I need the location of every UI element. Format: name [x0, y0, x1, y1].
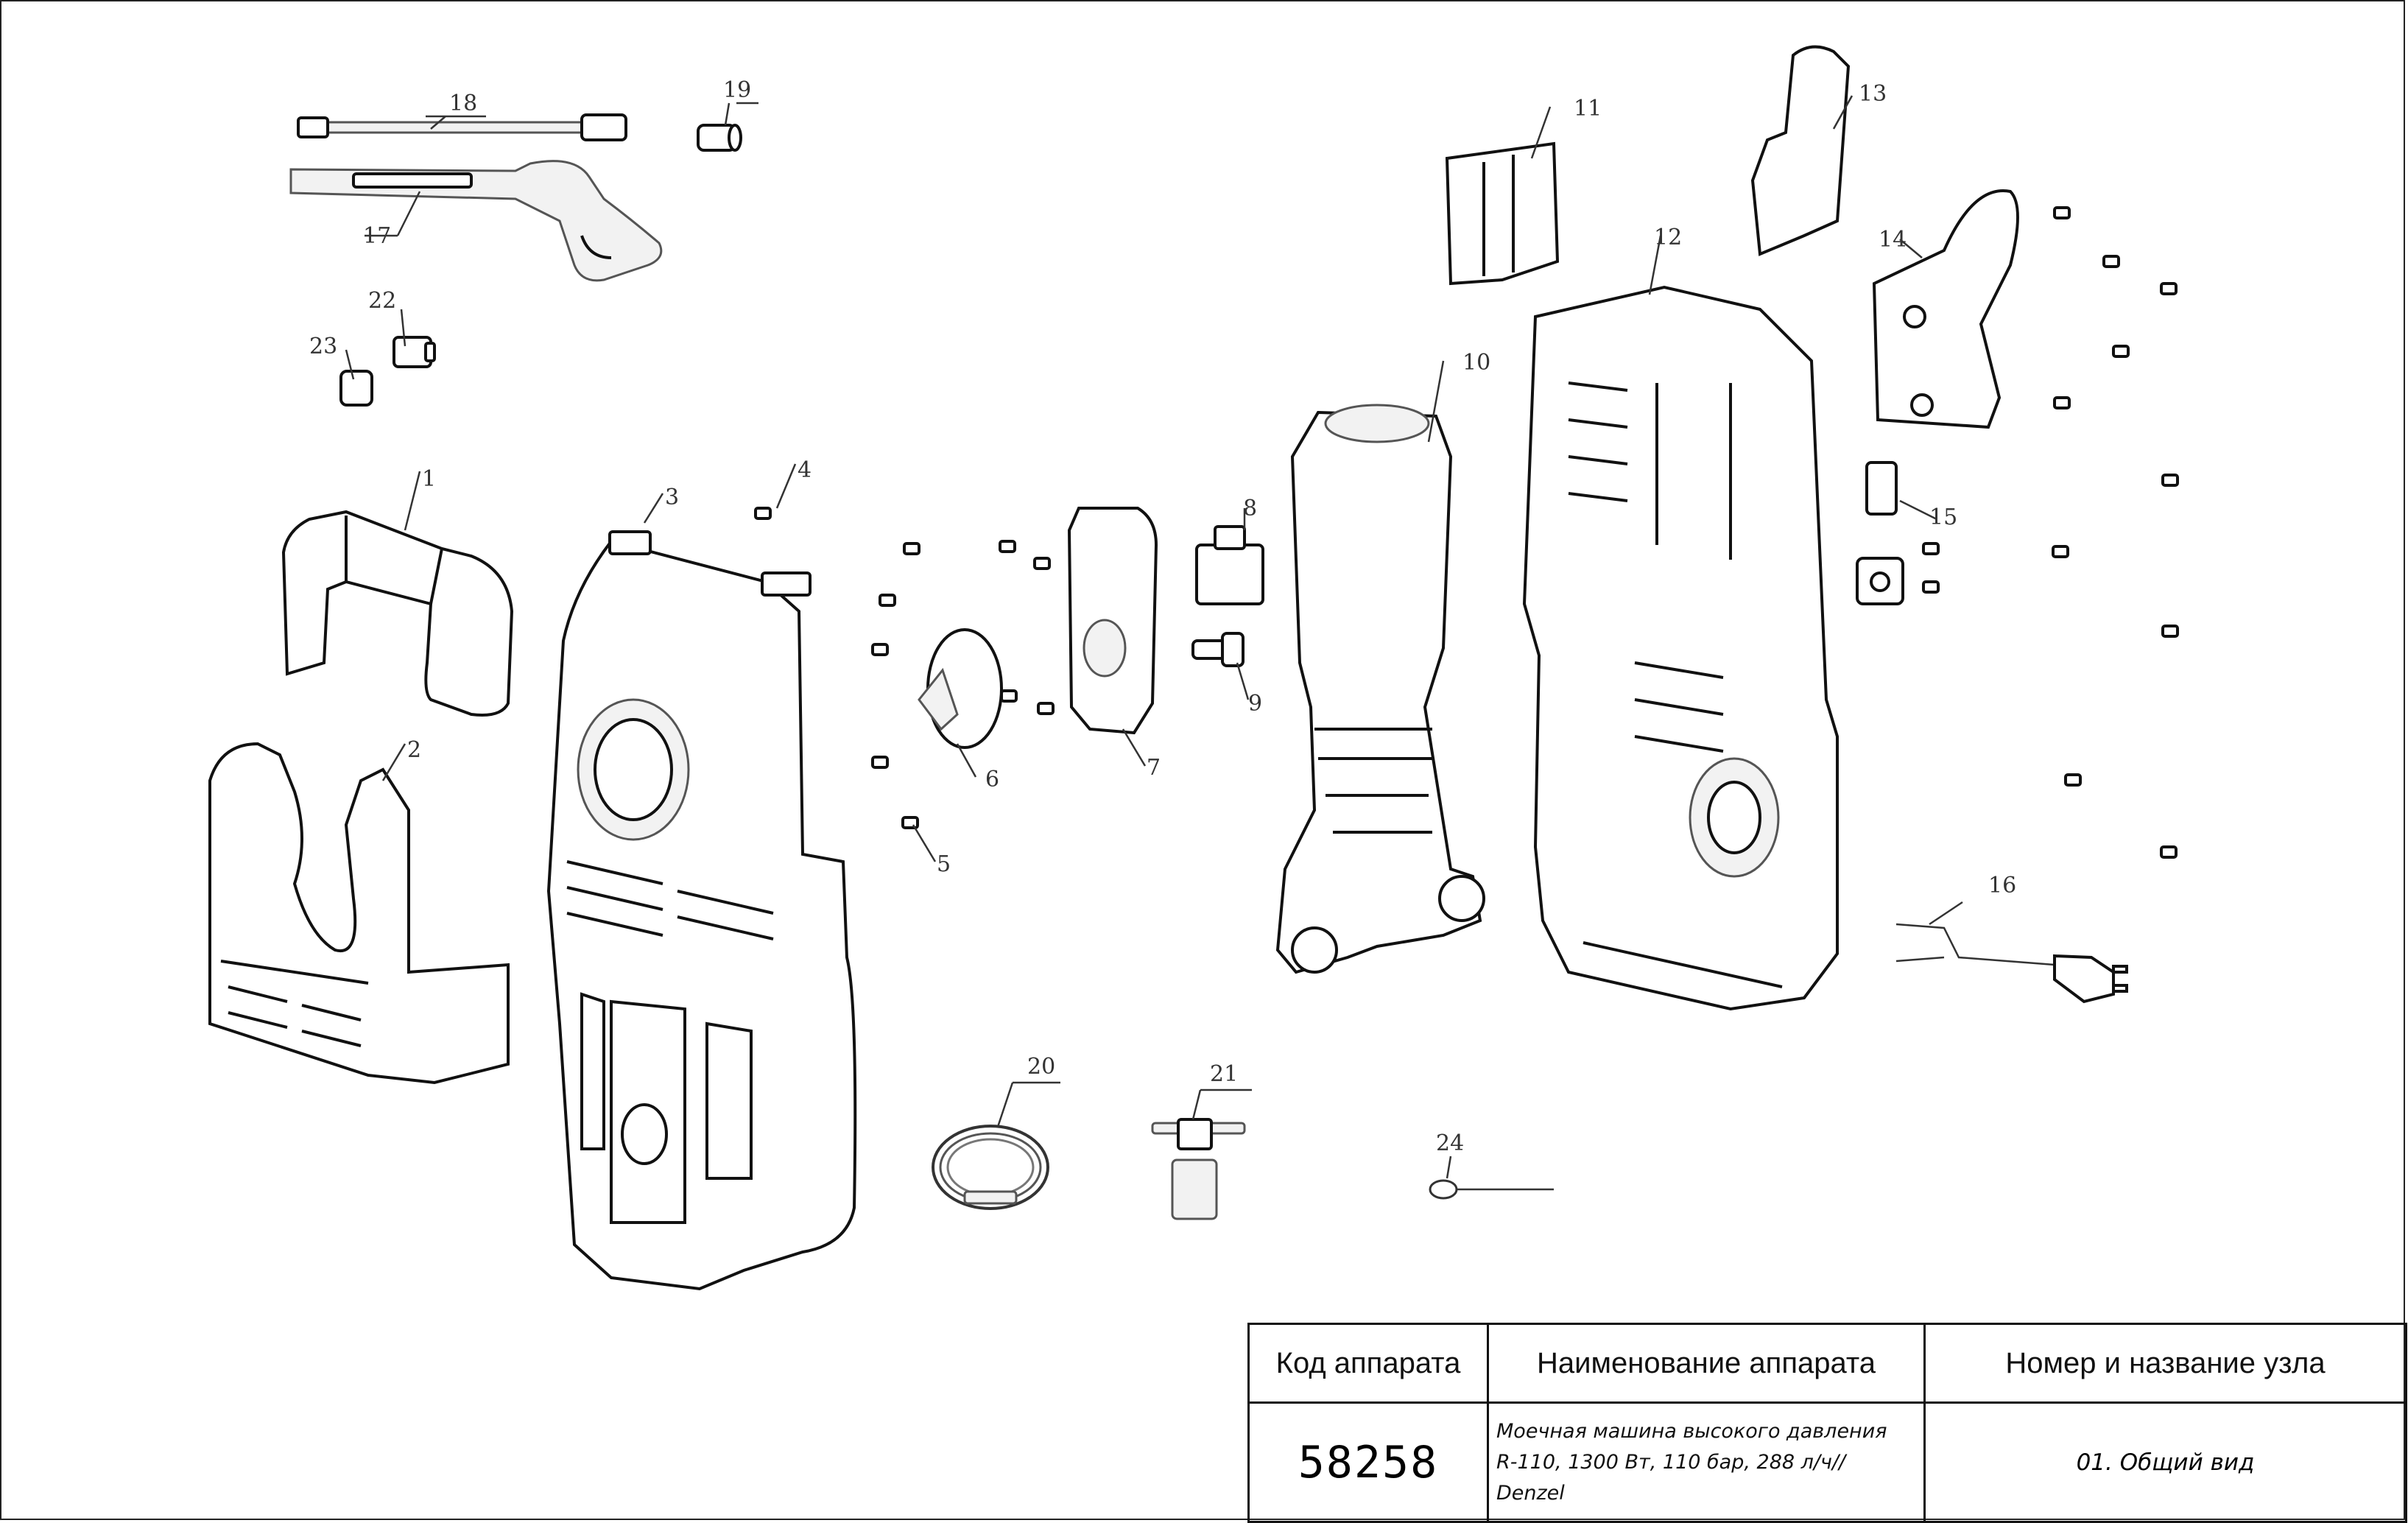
part-24-o-ring — [1429, 1179, 1554, 1200]
callout-22: 22 — [368, 288, 396, 314]
callout-24: 24 — [1436, 1130, 1464, 1156]
part-1-handle — [281, 510, 514, 717]
part-6-switch-knob — [918, 628, 1003, 749]
part-23-adapter — [339, 370, 373, 407]
callout-6: 6 — [985, 767, 999, 792]
device-name: Моечная машина высокого давления R-110, … — [1487, 1401, 1926, 1523]
part-2-front-panel — [208, 742, 510, 1085]
part-9-fitting — [1191, 632, 1245, 667]
callout-17: 17 — [363, 223, 391, 249]
callout-14: 14 — [1879, 227, 1907, 253]
device-name-line1: Моечная машина высокого давления — [1496, 1419, 1887, 1443]
callout-19: 19 — [723, 77, 751, 103]
leader-lines — [345, 95, 1963, 1179]
part-7-switch-box — [1067, 507, 1158, 735]
callout-8: 8 — [1243, 496, 1257, 521]
part-12-rear-housing — [1522, 285, 1839, 1011]
part-17-spray-gun — [289, 160, 663, 282]
header-name: Наименование аппарата — [1487, 1323, 1926, 1404]
part-10-pump-motor — [1275, 404, 1485, 974]
callout-13: 13 — [1859, 81, 1887, 107]
callout-5: 5 — [937, 851, 951, 877]
part-8-switch — [1195, 525, 1264, 605]
part-13-hose-hook — [1750, 45, 1851, 256]
part-16-power-cord — [1895, 923, 2128, 1004]
part-14-gun-holder — [1872, 189, 2019, 429]
part-19-nozzle — [697, 124, 742, 152]
callout-10: 10 — [1462, 350, 1490, 376]
device-code: 58258 — [1247, 1401, 1489, 1523]
callout-labels: 1 2 3 4 5 6 7 8 9 10 11 12 13 14 15 16 1… — [309, 77, 2016, 1156]
title-block: Код аппарата Наименование аппарата Номер… — [1247, 1323, 2407, 1523]
callout-15: 15 — [1929, 504, 1957, 530]
callout-7: 7 — [1147, 755, 1161, 781]
callout-23: 23 — [309, 334, 337, 359]
callout-21: 21 — [1210, 1061, 1238, 1087]
callout-9: 9 — [1248, 691, 1262, 717]
assembly-name: 01. Общий вид — [1923, 1401, 2407, 1523]
part-3-front-housing — [546, 530, 857, 1291]
part-20-hose — [932, 1125, 1049, 1210]
part-21-foam-bottle — [1151, 1118, 1246, 1220]
part-15-cable-clamp — [1856, 461, 1904, 605]
callout-2: 2 — [407, 737, 421, 763]
callout-20: 20 — [1027, 1054, 1055, 1080]
part-18-lance — [297, 113, 627, 141]
callout-1: 1 — [422, 466, 436, 492]
callout-4: 4 — [798, 457, 812, 483]
callout-18: 18 — [449, 91, 477, 116]
part-11-holder — [1445, 141, 1560, 286]
header-assembly: Номер и название узла — [1923, 1323, 2407, 1404]
callout-16: 16 — [1988, 873, 2016, 898]
part-22-connector — [392, 336, 436, 368]
header-code: Код аппарата — [1247, 1323, 1489, 1404]
callout-11: 11 — [1574, 96, 1602, 122]
callout-12: 12 — [1654, 225, 1682, 250]
device-name-line2: R-110, 1300 Вт, 110 бар, 288 л/ч// Denze… — [1496, 1450, 1846, 1505]
callout-3: 3 — [665, 485, 679, 510]
screws-group-rear — [1922, 206, 2179, 859]
